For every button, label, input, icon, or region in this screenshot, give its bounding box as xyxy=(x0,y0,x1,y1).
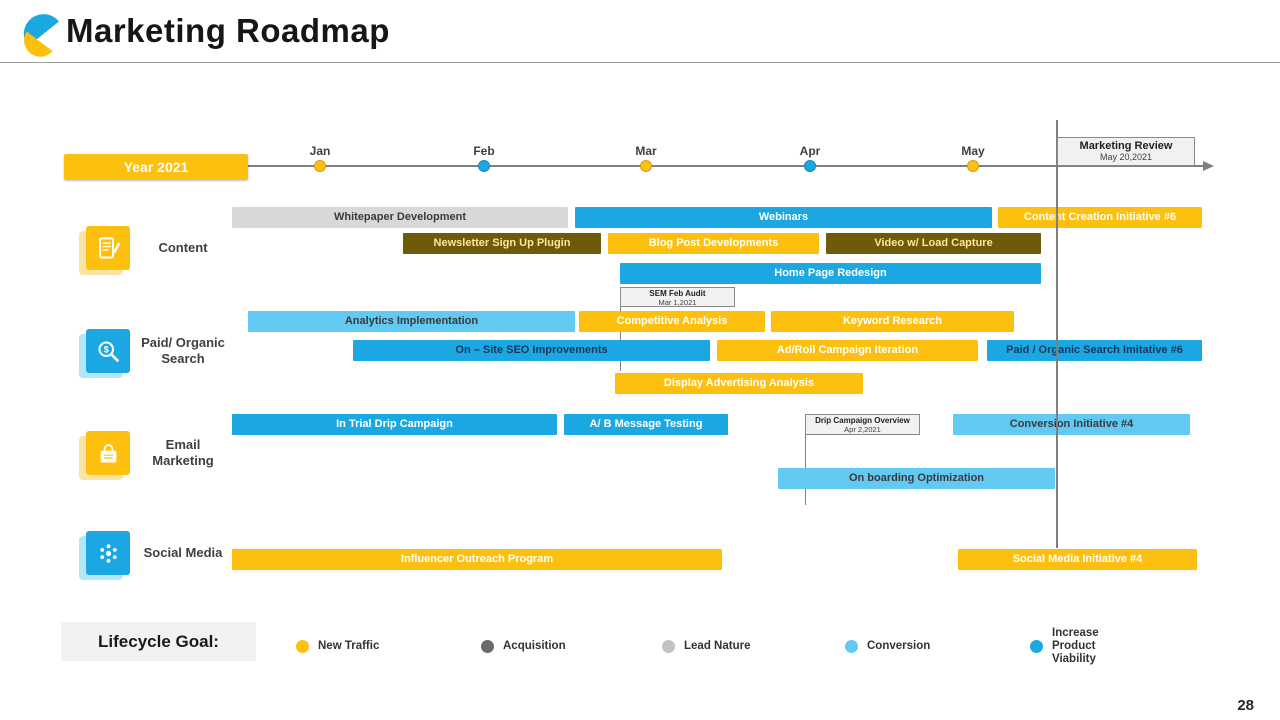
email-icon xyxy=(86,431,130,475)
gantt-bar: Newsletter Sign Up Plugin xyxy=(403,233,601,254)
gantt-bar: Home Page Redesign xyxy=(620,263,1041,284)
month-marker-icon xyxy=(478,160,490,172)
page-number: 28 xyxy=(1237,697,1254,714)
legend-dot-icon xyxy=(662,639,675,653)
network-icon xyxy=(86,531,130,575)
legend-label: Lead Nature xyxy=(684,639,751,652)
gantt-bar: In Trial Drip Campaign xyxy=(232,414,557,435)
legend-dot-icon xyxy=(845,639,858,653)
gantt-bar: Video w/ Load Capture xyxy=(826,233,1041,254)
gantt-bar: On – Site SEO Improvements xyxy=(353,340,710,361)
month-label: Feb xyxy=(473,144,495,158)
month-marker-icon xyxy=(804,160,816,172)
legend-label: Conversion xyxy=(867,639,931,652)
lane-label-line: Email xyxy=(165,437,201,452)
legend-item: Increase Product Viability xyxy=(1030,627,1138,665)
lane-label-line: Content xyxy=(158,240,208,255)
callout-date: Apr 2,2021 xyxy=(844,425,881,434)
gantt-bar: Blog Post Developments xyxy=(608,233,819,254)
legend-label: New Traffic xyxy=(318,639,380,652)
month-label: May xyxy=(961,144,985,158)
legend-title: Lifecycle Goal: xyxy=(61,622,256,661)
legend-item: New Traffic xyxy=(296,634,379,658)
gantt-bar: Paid / Organic Search Imitative #6 xyxy=(987,340,1202,361)
svg-text:$: $ xyxy=(103,344,108,354)
milestone-title: Marketing Review xyxy=(1079,140,1173,152)
legend-dot-icon xyxy=(296,639,309,653)
review-divider-line xyxy=(1056,120,1058,548)
gantt-bar: Conversion Initiative #4 xyxy=(953,414,1190,435)
month-marker-icon xyxy=(640,160,652,172)
page-title: Marketing Roadmap xyxy=(66,12,390,49)
month-marker-icon xyxy=(314,160,326,172)
month-marker-icon xyxy=(967,160,979,172)
header-divider xyxy=(0,62,1280,63)
gantt-bar: Competitive Analysis xyxy=(579,311,765,332)
month-label: Jan xyxy=(309,144,331,158)
lane-label-line: Marketing xyxy=(152,453,214,468)
gantt-bar: Social Media Initiative #4 xyxy=(958,549,1197,570)
callout-date: Mar 1,2021 xyxy=(658,298,697,307)
gantt-bar: On boarding Optimization xyxy=(778,468,1055,489)
legend-dot-icon xyxy=(481,639,494,653)
gantt-bar: Influencer Outreach Program xyxy=(232,549,722,570)
milestone-date: May 20,2021 xyxy=(1099,152,1153,162)
legend-item: Lead Nature xyxy=(662,634,750,658)
lane-label-line: Search xyxy=(161,351,205,366)
callout-title: Drip Campaign Overview xyxy=(815,416,910,425)
logo-icon xyxy=(23,14,59,57)
gantt-bar: A/ B Message Testing xyxy=(564,414,728,435)
milestone-marketing-review: Marketing Review May 20,2021 xyxy=(1057,137,1195,166)
legend-label: Acquisition xyxy=(503,639,566,652)
month-label: Apr xyxy=(799,144,821,158)
gantt-bar: Ad/Roll Campaign Iteration xyxy=(717,340,978,361)
lane-label-line: Social Media xyxy=(143,545,223,560)
gantt-bar: Content Creation Initiative #6 xyxy=(998,207,1202,228)
gantt-bar: Whitepaper Development xyxy=(232,207,568,228)
year-badge: Year 2021 xyxy=(64,154,248,180)
legend-item: Acquisition xyxy=(481,634,566,658)
gantt-bar: Webinars xyxy=(575,207,992,228)
lane-label-line: Paid/ Organic xyxy=(141,335,225,350)
document-icon xyxy=(86,226,130,270)
gantt-bar: Keyword Research xyxy=(771,311,1014,332)
callout-title: SEM Feb Audit xyxy=(649,289,706,298)
legend-item: Conversion xyxy=(845,634,930,658)
legend-dot-icon xyxy=(1030,639,1043,653)
timeline-arrow-icon xyxy=(1203,161,1214,171)
callout-connector-line xyxy=(620,307,621,371)
lane-label-content: Content xyxy=(132,226,234,270)
gantt-bar: Analytics Implementation xyxy=(248,311,575,332)
legend-label: Increase Product Viability xyxy=(1052,626,1099,665)
month-label: Mar xyxy=(635,144,657,158)
search-icon: $ xyxy=(86,329,130,373)
timeline-axis xyxy=(248,165,1205,167)
gantt-bar: Display Advertising Analysis xyxy=(615,373,863,394)
lane-label-social-media: Social Media xyxy=(132,531,234,575)
